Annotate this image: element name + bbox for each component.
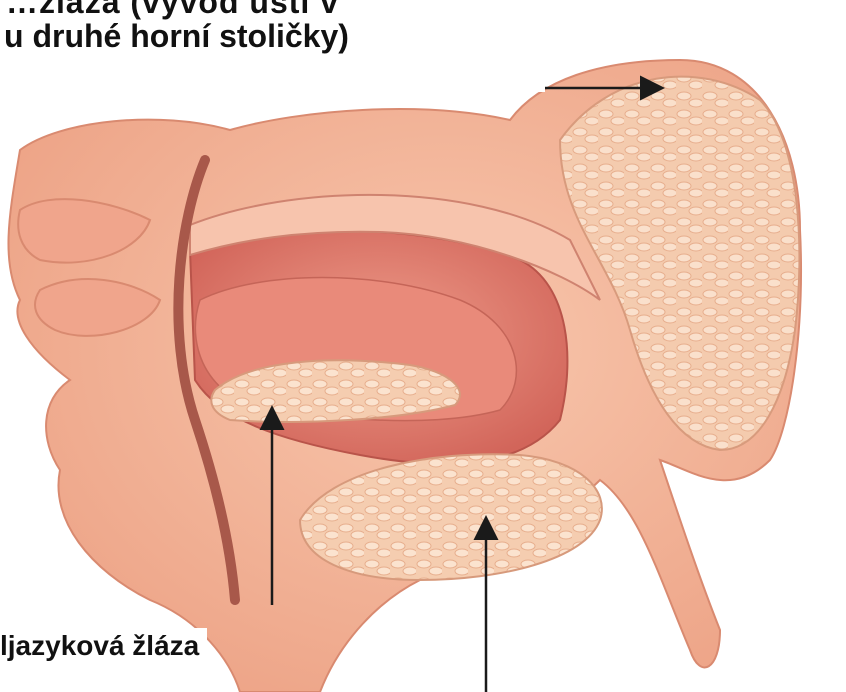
parotid-label-line2: u druhé horní stoličky) bbox=[4, 18, 349, 55]
sublingual-label: ljazyková žláza bbox=[0, 628, 207, 664]
parotid-label: …žláza (vývod ústí v u druhé horní stoli… bbox=[0, 0, 545, 92]
